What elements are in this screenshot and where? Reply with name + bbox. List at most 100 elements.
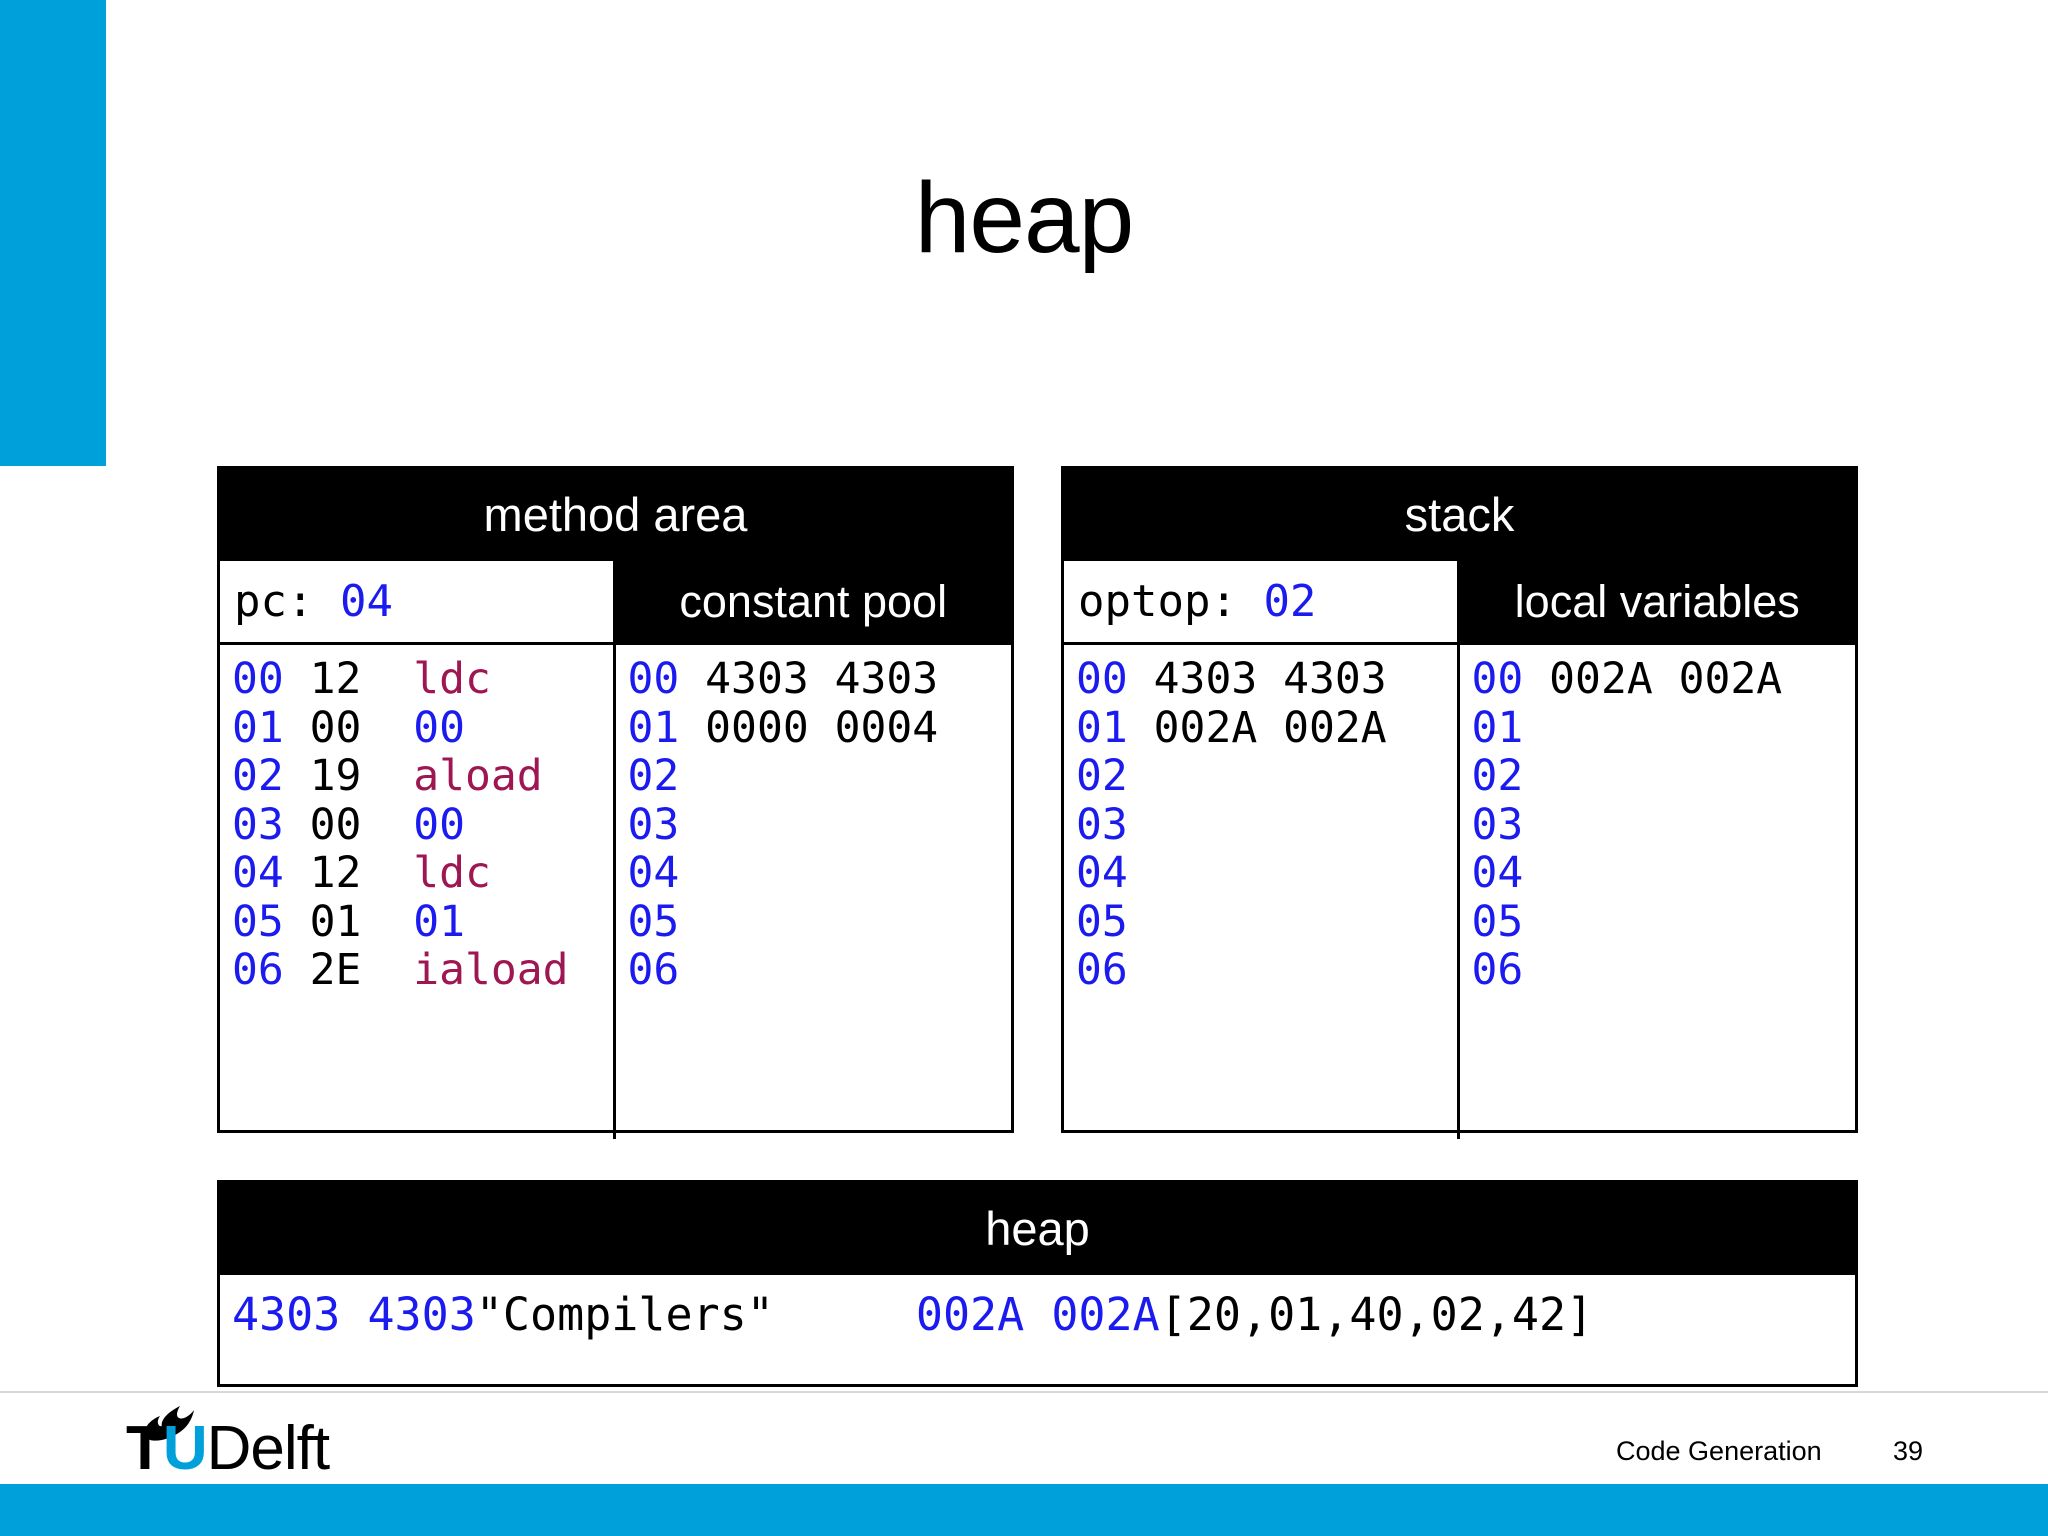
constant-pool-row-index: 04 — [627, 848, 680, 899]
local-variable-row-value — [1523, 751, 1549, 801]
constant-pool-row: 00 4303 4303 — [616, 655, 1012, 704]
constant-pool-row-value — [679, 751, 705, 801]
local-variable-row: 03 — [1460, 799, 1856, 850]
heap-entry-gap — [774, 1289, 916, 1341]
local-variable-row-value — [1523, 897, 1549, 947]
code-row-mnemonic: ldc — [413, 848, 491, 899]
code-row-byte: 00 — [283, 702, 414, 753]
footer-divider — [0, 1391, 2048, 1393]
optop-register: optop: 02 — [1064, 561, 1457, 645]
tu-delft-logo: TUDelft — [112, 1404, 342, 1484]
stack-row-index: 05 — [1076, 896, 1128, 947]
heap-entry-value: [20,01,40,02,42] — [1159, 1288, 1594, 1341]
code-row-byte: 00 — [283, 799, 414, 850]
local-variable-row: 02 — [1460, 752, 1856, 801]
heap-entry-address: 002A 002A — [915, 1288, 1160, 1341]
stack-row: 06 — [1064, 946, 1457, 995]
code-row-byte: 19 — [283, 751, 414, 802]
local-variable-row-index: 01 — [1471, 702, 1524, 753]
pc-register: pc: 04 — [220, 561, 613, 645]
local-variable-row: 06 — [1460, 946, 1856, 995]
constant-pool-row: 05 — [616, 898, 1012, 947]
local-variable-row-index: 00 — [1471, 654, 1524, 704]
code-row-mnemonic: 01 — [413, 896, 466, 947]
logo-letter-t: T — [126, 1414, 164, 1483]
constant-pool-row-value — [679, 848, 705, 898]
stack-row-index: 06 — [1076, 945, 1128, 996]
code-row-index: 05 — [232, 896, 284, 947]
stack-row-value: 4303 4303 — [1127, 654, 1387, 704]
local-variable-row-value — [1523, 800, 1549, 850]
heap-panel: heap 4303 4303"Compilers" 002A 002A[20,0… — [217, 1180, 1858, 1387]
constant-pool-row: 02 — [616, 752, 1012, 801]
code-row-byte: 12 — [283, 654, 414, 704]
code-row: 05 01 01 — [220, 898, 613, 947]
local-variable-row-index: 03 — [1471, 799, 1524, 850]
constant-pool-row-index: 00 — [627, 654, 680, 704]
local-variable-row-value — [1523, 848, 1549, 898]
stack-row: 04 — [1064, 849, 1457, 898]
code-row-mnemonic: aload — [413, 751, 543, 802]
stack-row: 02 — [1064, 752, 1457, 801]
local-variable-row: 05 — [1460, 898, 1856, 947]
code-row-index: 02 — [232, 751, 284, 802]
stack-row-index: 01 — [1076, 702, 1128, 753]
logo-word-delft: Delft — [206, 1414, 330, 1483]
stack-row-value — [1128, 945, 1154, 995]
code-row: 02 19 aload — [220, 752, 613, 801]
stack-row: 00 4303 4303 — [1064, 655, 1457, 704]
code-row: 00 12 ldc — [220, 655, 613, 704]
constant-pool-row-value — [679, 897, 705, 947]
code-row: 04 12 ldc — [220, 849, 613, 898]
code-row-index: 06 — [232, 945, 284, 996]
method-area-header: method area — [220, 469, 1011, 561]
local-variable-row-index: 04 — [1471, 848, 1524, 899]
constant-pool-row-index: 03 — [627, 799, 680, 850]
constant-pool-row-index: 05 — [627, 896, 680, 947]
constant-pool-row-index: 02 — [627, 751, 680, 802]
constant-pool-row: 03 — [616, 799, 1012, 850]
heap-entry-address: 4303 4303 — [232, 1288, 476, 1341]
constant-pool-header: constant pool — [615, 561, 1011, 645]
pc-label: pc: — [234, 576, 340, 627]
constant-pool-row-value: 0000 0004 — [679, 702, 939, 753]
flame-icon — [140, 1404, 196, 1451]
stack-row-value — [1128, 751, 1154, 801]
tu-delft-wordmark: TUDelft — [126, 1418, 330, 1480]
code-row-index: 03 — [232, 799, 284, 850]
local-variable-row: 01 — [1460, 702, 1856, 753]
code-row-byte: 01 — [283, 896, 414, 947]
page-title: heap — [914, 162, 1134, 274]
pc-value: 04 — [339, 576, 393, 627]
footer-page-number: 39 — [1893, 1436, 1924, 1466]
stack-row-value — [1128, 897, 1154, 947]
stack-row: 05 — [1064, 898, 1457, 947]
stack-row: 03 — [1064, 799, 1457, 850]
stack-row: 01 002A 002A — [1064, 702, 1457, 753]
heap-entries: 4303 4303"Compilers" 002A 002A[20,01,40,… — [220, 1275, 1855, 1359]
local-variable-row-value — [1523, 703, 1549, 753]
local-variable-row-index: 05 — [1471, 896, 1524, 947]
constant-pool-row-index: 06 — [627, 945, 680, 996]
code-row: 01 00 00 — [220, 702, 613, 753]
code-row-byte: 12 — [283, 848, 414, 899]
stack-row-index: 00 — [1076, 654, 1128, 704]
optop-value: 02 — [1263, 576, 1317, 627]
stack-row-index: 04 — [1076, 848, 1128, 899]
local-variable-row-index: 02 — [1471, 751, 1524, 802]
constant-pool-row-index: 01 — [627, 702, 680, 753]
stack-row-index: 03 — [1076, 799, 1128, 850]
code-row-byte: 2E — [283, 945, 414, 996]
heap-entry-value: "Compilers" — [475, 1288, 774, 1341]
brand-accent-bar-left — [0, 0, 106, 466]
stack-row-value — [1128, 848, 1154, 898]
constant-pool-row-value — [679, 800, 705, 850]
